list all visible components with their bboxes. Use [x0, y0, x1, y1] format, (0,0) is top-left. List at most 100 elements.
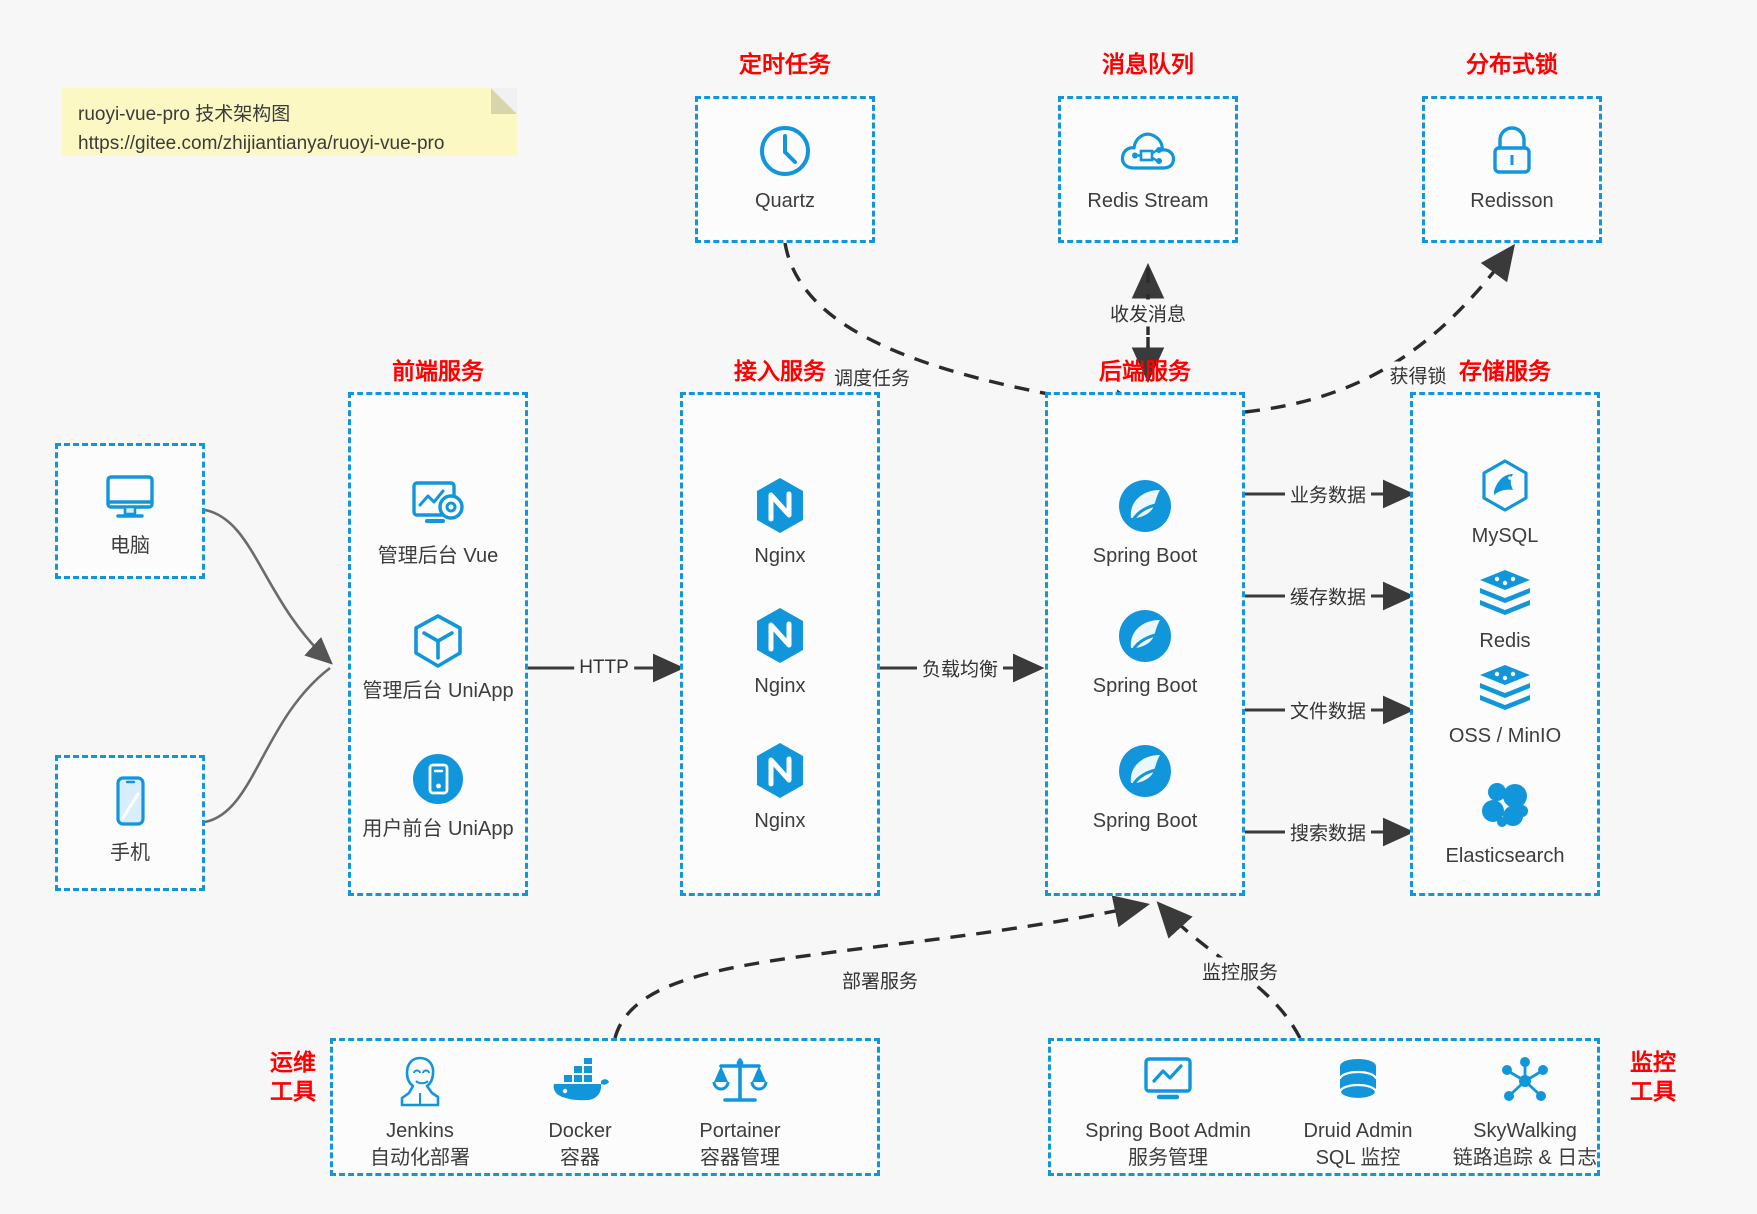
oss-icon: [1425, 655, 1585, 717]
clock-icon: [705, 120, 865, 182]
node-druid-admin[interactable]: Druid Admin SQL 监控: [1268, 1050, 1448, 1172]
group-title-lock: 分布式锁: [1466, 51, 1558, 77]
docker-icon: [500, 1050, 660, 1112]
node-springboot-1[interactable]: Spring Boot: [1065, 475, 1225, 570]
edge-label-getlock: 获得锁: [1384, 361, 1452, 389]
node-docker[interactable]: Docker 容器: [500, 1050, 660, 1172]
nginx-icon: [700, 605, 860, 667]
group-box-mq: [1058, 96, 1238, 243]
group-box-monitor: [1048, 1038, 1600, 1176]
node-user-uniapp[interactable]: 用户前台 UniApp: [358, 748, 518, 843]
scales-icon: [660, 1050, 820, 1112]
group-title-frontend: 前端服务: [392, 358, 484, 384]
node-skywalking[interactable]: SkyWalking 链路追踪 & 日志: [1430, 1050, 1620, 1172]
info-note: ruoyi-vue-pro 技术架构图 https://gitee.com/zh…: [62, 88, 517, 156]
mysql-icon: [1425, 455, 1585, 517]
monitor-chart-icon: [1068, 1050, 1268, 1112]
spring-icon: [1065, 475, 1225, 537]
node-label: Spring Boot Admin: [1085, 1120, 1251, 1142]
node-sublabel: 容器管理: [700, 1147, 780, 1169]
mobile-icon: [50, 772, 210, 834]
dashboard-icon: [358, 475, 518, 537]
node-label: 管理后台 Vue: [377, 545, 499, 567]
skywalking-icon: [1430, 1050, 1620, 1112]
node-redisson[interactable]: Redisson: [1432, 120, 1592, 215]
phone-circle-icon: [358, 748, 518, 810]
edge-label-http: HTTP: [574, 657, 634, 679]
node-admin-vue[interactable]: 管理后台 Vue: [358, 475, 518, 570]
edge-label-message: 收发消息: [1104, 299, 1192, 327]
edge-label-file-data: 文件数据: [1284, 696, 1372, 724]
desktop-icon: [50, 465, 210, 527]
group-title-backend: 后端服务: [1099, 358, 1191, 384]
node-mobile[interactable]: 手机: [50, 772, 210, 867]
redis-icon: [1425, 560, 1585, 622]
node-portainer[interactable]: Portainer 容器管理: [660, 1050, 820, 1172]
group-title-monitor-line2: 工具: [1630, 1077, 1676, 1104]
group-box-devops: [330, 1038, 880, 1176]
node-label: Druid Admin: [1303, 1120, 1413, 1142]
node-label: Spring Boot: [1092, 545, 1198, 567]
edge-label-cache-data: 缓存数据: [1284, 582, 1372, 610]
node-label: MySQL: [1471, 525, 1539, 547]
spring-icon: [1065, 605, 1225, 667]
node-springboot-3[interactable]: Spring Boot: [1065, 740, 1225, 835]
group-box-lock: [1422, 96, 1602, 243]
edge-label-search-data: 搜索数据: [1284, 818, 1372, 846]
group-title-scheduler: 定时任务: [739, 51, 831, 77]
node-sublabel: SQL 监控: [1315, 1147, 1401, 1169]
node-label: Jenkins: [386, 1120, 454, 1142]
jenkins-icon: [340, 1050, 500, 1112]
node-sublabel: 链路追踪 & 日志: [1452, 1147, 1598, 1169]
node-label: Redis: [1479, 630, 1531, 652]
node-quartz[interactable]: Quartz: [705, 120, 865, 215]
node-mysql[interactable]: MySQL: [1425, 455, 1585, 550]
node-nginx-2[interactable]: Nginx: [700, 605, 860, 700]
node-sublabel: 容器: [560, 1147, 600, 1169]
node-label: Nginx: [754, 675, 806, 697]
edge-label-schedule: 调度任务: [828, 363, 916, 391]
node-sublabel: 自动化部署: [370, 1147, 470, 1169]
node-springboot-2[interactable]: Spring Boot: [1065, 605, 1225, 700]
node-label: Elasticsearch: [1445, 845, 1565, 867]
group-title-mq: 消息队列: [1102, 51, 1194, 77]
node-nginx-1[interactable]: Nginx: [700, 475, 860, 570]
elasticsearch-icon: [1425, 775, 1585, 837]
node-label: Spring Boot: [1092, 810, 1198, 832]
node-jenkins[interactable]: Jenkins 自动化部署: [340, 1050, 500, 1172]
group-title-devops-line1: 运维: [270, 1049, 316, 1075]
cube-icon: [358, 610, 518, 672]
node-label: 管理后台 UniApp: [362, 680, 514, 702]
edge-label-business-data: 业务数据: [1284, 480, 1372, 508]
node-label: SkyWalking: [1473, 1120, 1577, 1142]
node-desktop[interactable]: 电脑: [50, 465, 210, 560]
node-label: Redis Stream: [1087, 190, 1209, 212]
node-label: Redisson: [1470, 190, 1554, 212]
edge-label-monitor-service: 监控服务: [1196, 957, 1284, 985]
node-label: 手机: [110, 842, 150, 864]
node-label: Nginx: [754, 810, 806, 832]
node-label: Quartz: [754, 190, 816, 212]
group-title-devops-line2: 工具: [270, 1077, 316, 1104]
node-elasticsearch[interactable]: Elasticsearch: [1425, 775, 1585, 870]
nginx-icon: [700, 740, 860, 802]
node-redis-stream[interactable]: Redis Stream: [1068, 120, 1228, 215]
node-label: 用户前台 UniApp: [362, 818, 514, 840]
node-redis[interactable]: Redis: [1425, 560, 1585, 655]
node-label: 电脑: [110, 535, 150, 557]
group-box-scheduler: [695, 96, 875, 243]
lock-icon: [1432, 120, 1592, 182]
group-title-storage: 存储服务: [1459, 358, 1551, 384]
node-label: Nginx: [754, 545, 806, 567]
group-title-monitor-line1: 监控: [1630, 1049, 1676, 1075]
nginx-icon: [700, 475, 860, 537]
node-label: Spring Boot: [1092, 675, 1198, 697]
edge-label-deploy-service: 部署服务: [836, 966, 924, 994]
node-label: Portainer: [699, 1120, 781, 1142]
node-oss-minio[interactable]: OSS / MinIO: [1425, 655, 1585, 750]
node-nginx-3[interactable]: Nginx: [700, 740, 860, 835]
node-spring-boot-admin[interactable]: Spring Boot Admin 服务管理: [1068, 1050, 1268, 1172]
node-admin-uniapp[interactable]: 管理后台 UniApp: [358, 610, 518, 705]
note-fold-icon: [491, 88, 517, 114]
